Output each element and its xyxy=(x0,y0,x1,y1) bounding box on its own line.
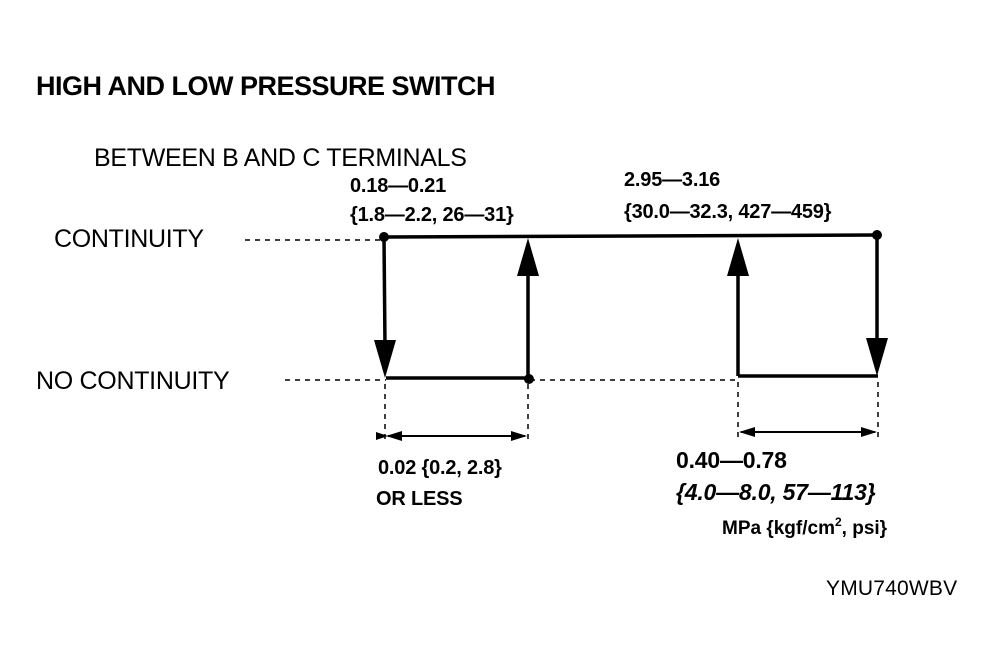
low-switch-on-pressure: 0.18—0.21 xyxy=(350,175,447,197)
high-dimension-right-arrowhead xyxy=(861,427,877,437)
high-dimension-left-arrowhead xyxy=(739,427,755,437)
units-superscript: 2 xyxy=(834,515,842,529)
high-hysteresis-alt-units: {4.0—8.0, 57—113} xyxy=(676,479,876,505)
figure-code: YMU740WBV xyxy=(826,577,958,600)
high-side-down-arrowhead xyxy=(866,338,888,376)
low-switch-on-pressure-alt-units: {1.8—2.2, 26—31} xyxy=(350,204,514,226)
no-continuity-label: NO CONTINUITY xyxy=(36,367,230,395)
continuity-line xyxy=(383,233,878,239)
low-side-up-arrowhead xyxy=(517,238,539,276)
low-on-switch-point xyxy=(379,232,389,242)
low-dimension-right-arrowhead xyxy=(511,431,527,441)
low-hysteresis-qualifier: OR LESS xyxy=(376,488,463,510)
units-prefix: MPa {kgf/cm xyxy=(722,518,835,539)
units-label: MPa {kgf/cm2, psi} xyxy=(722,516,887,538)
high-side-up-arrowhead xyxy=(727,238,749,276)
low-hysteresis-value: 0.02 {0.2, 2.8} xyxy=(378,457,502,479)
high-switch-off-pressure: 2.95—3.16 xyxy=(624,169,721,191)
diagram-title: HIGH AND LOW PRESSURE SWITCH xyxy=(36,71,496,101)
continuity-label: CONTINUITY xyxy=(54,225,204,253)
low-dimension-left-arrowhead xyxy=(386,431,402,441)
high-switch-off-pressure-alt-units: {30.0—32.3, 427—459} xyxy=(624,201,832,223)
low-side-drop-line xyxy=(382,237,387,347)
units-suffix: , psi} xyxy=(841,518,888,539)
low-side-down-arrowhead xyxy=(374,340,396,378)
high-hysteresis-value: 0.40—0.78 xyxy=(676,447,787,473)
high-off-switch-point xyxy=(872,230,882,240)
low-off-switch-point xyxy=(524,374,534,384)
diagram-subtitle: BETWEEN B AND C TERMINALS xyxy=(94,144,467,172)
